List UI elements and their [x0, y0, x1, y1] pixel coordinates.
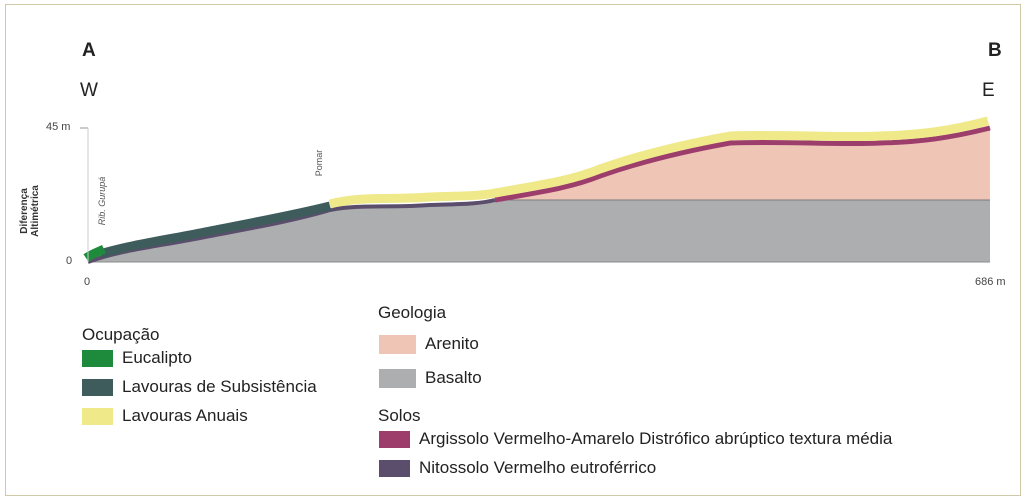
- river-annotation: Rib. Gurupá: [97, 176, 107, 226]
- legend-label: Arenito: [425, 334, 479, 353]
- y-axis-title-line1: Diferença: [19, 188, 30, 234]
- nitossolo-swatch: [379, 459, 410, 477]
- legend-item-eucalipto: Eucalipto: [82, 348, 192, 368]
- legend-label: Nitossolo Vermelho eutroférrico: [419, 458, 657, 477]
- legend-item-arenito: Arenito: [379, 334, 479, 354]
- legend-item-lavouras-anuais: Lavouras Anuais: [82, 406, 248, 426]
- west-label: W: [80, 80, 98, 101]
- eucalipto-swatch: [82, 349, 113, 367]
- orchard-annotation: Pomar: [314, 149, 324, 177]
- solos-legend-title: Solos: [378, 406, 421, 425]
- legend-label: Lavouras de Subsistência: [122, 377, 317, 396]
- topographic-profile: [80, 116, 991, 264]
- legend-item-basalto: Basalto: [379, 368, 482, 388]
- y-max-label: 45 m: [46, 121, 71, 133]
- lavouras-anuais-band: [328, 116, 990, 209]
- x-min-label: 0: [84, 276, 91, 288]
- legend-item-lavouras-subsistencia: Lavouras de Subsistência: [82, 377, 317, 397]
- basalto-swatch: [379, 368, 416, 388]
- lavouras-anuais-swatch: [82, 407, 113, 425]
- legend-item-argissolo: Argissolo Vermelho-Amarelo Distrófico ab…: [379, 429, 892, 449]
- arenito-layer: [495, 128, 990, 200]
- lavouras-subsistencia-swatch: [82, 378, 113, 396]
- point-a-label: A: [82, 40, 96, 61]
- geologia-legend-title: Geologia: [378, 303, 447, 322]
- legend-label: Argissolo Vermelho-Amarelo Distrófico ab…: [419, 429, 893, 448]
- legend-item-nitossolo: Nitossolo Vermelho eutroférrico: [379, 458, 656, 478]
- ocupacao-legend-title: Ocupação: [82, 325, 160, 344]
- legend-label: Eucalipto: [122, 348, 192, 367]
- east-label: E: [982, 80, 995, 101]
- argissolo-swatch: [379, 430, 410, 448]
- point-b-label: B: [988, 40, 1002, 61]
- y-axis-title: Diferença Altimétrica: [19, 171, 41, 251]
- x-max-label: 686 m: [975, 276, 1006, 288]
- argissolo-soil-line: [494, 125, 991, 203]
- legend-label: Lavouras Anuais: [122, 406, 248, 425]
- y-axis-title-line2: Altimétrica: [30, 185, 41, 237]
- lavouras-subsistencia-band: [98, 201, 332, 259]
- legend-label: Basalto: [425, 368, 482, 387]
- arenito-swatch: [379, 334, 416, 354]
- y-min-label: 0: [66, 255, 73, 267]
